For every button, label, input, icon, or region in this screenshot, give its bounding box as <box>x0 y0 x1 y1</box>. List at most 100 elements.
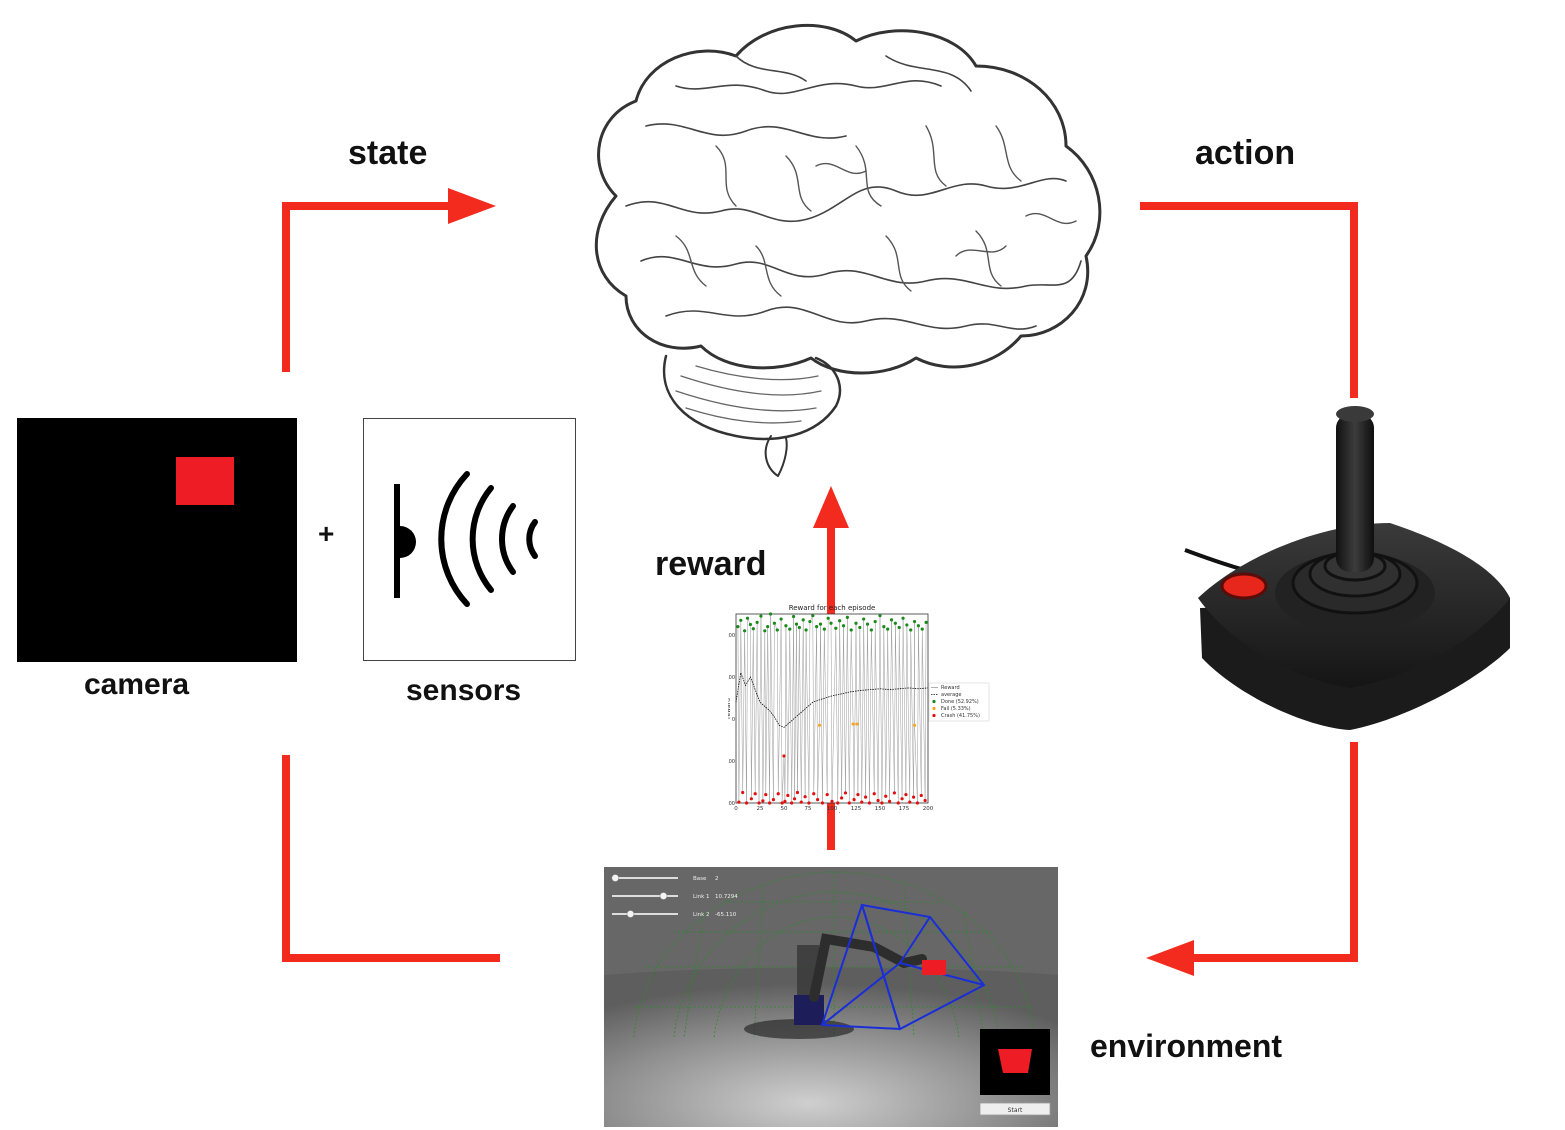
data-point <box>919 793 923 798</box>
slider-handle[interactable] <box>611 874 620 882</box>
data-point <box>904 793 908 797</box>
legend-marker <box>932 699 936 704</box>
average-line <box>735 671 929 728</box>
data-point <box>834 626 838 630</box>
data-point <box>896 801 900 805</box>
data-point <box>826 616 830 620</box>
data-point <box>804 628 808 632</box>
data-point <box>845 615 849 619</box>
y-tick-label: -100 <box>728 759 735 765</box>
data-point <box>888 799 892 803</box>
data-point <box>862 617 866 621</box>
data-point <box>841 624 846 628</box>
data-point <box>908 800 912 804</box>
data-point <box>892 791 896 795</box>
data-point <box>799 800 803 804</box>
data-point <box>869 628 873 632</box>
data-point <box>737 800 741 804</box>
legend-marker <box>932 706 936 711</box>
target-square <box>176 457 234 505</box>
legend-label: Reward <box>941 685 960 691</box>
data-point <box>816 798 820 802</box>
data-point <box>829 621 833 625</box>
data-point <box>772 621 776 625</box>
data-point <box>884 794 888 798</box>
data-point <box>745 616 750 620</box>
data-point <box>838 619 842 623</box>
data-point <box>882 625 886 629</box>
reward-arrowhead <box>813 486 849 528</box>
x-tick-label: 200 <box>923 806 934 812</box>
data-point <box>865 622 870 626</box>
data-point <box>867 801 872 805</box>
data-point <box>759 614 763 618</box>
plus-sign: + <box>318 518 335 549</box>
data-point <box>900 797 904 801</box>
data-point <box>811 614 815 618</box>
data-point <box>820 801 824 805</box>
y-tick-label: 100 <box>728 675 735 681</box>
chart-marks <box>736 612 928 805</box>
x-tick-label: 125 <box>851 806 862 812</box>
legend-marker <box>932 713 936 718</box>
data-point <box>893 621 897 625</box>
data-point <box>812 792 816 796</box>
action-arrow-line <box>1140 202 1358 398</box>
data-point <box>751 627 755 631</box>
x-tick-label: 175 <box>899 806 910 812</box>
data-point <box>878 614 882 618</box>
data-point <box>923 798 927 803</box>
data-point <box>748 622 752 627</box>
slider-value: 10.7294 <box>715 894 738 900</box>
data-point <box>766 625 770 629</box>
data-point <box>822 627 826 631</box>
data-point <box>872 792 876 796</box>
data-point <box>792 614 796 619</box>
y-tick-label: 200 <box>728 633 735 639</box>
data-point <box>880 801 884 805</box>
data-point <box>749 797 753 801</box>
data-point <box>775 628 779 632</box>
data-point <box>905 623 909 627</box>
data-point <box>788 627 792 631</box>
slider-value: -65.110 <box>715 912 737 918</box>
legend-label: Fail (5.33%) <box>941 706 971 712</box>
data-point <box>825 793 829 797</box>
reward-label: reward <box>655 545 767 583</box>
data-point <box>779 617 783 621</box>
sim-target <box>922 960 946 975</box>
legend-label: Crash (41.75%) <box>941 713 980 719</box>
data-point <box>741 790 745 795</box>
slider-handle[interactable] <box>626 910 635 918</box>
data-point <box>818 622 823 626</box>
x-tick-label: 75 <box>805 806 812 812</box>
state-arrow-line <box>282 202 455 372</box>
data-point <box>794 622 799 626</box>
data-point <box>840 796 844 800</box>
data-point <box>782 754 786 758</box>
data-point <box>836 801 840 805</box>
data-point <box>784 624 788 628</box>
data-point <box>916 624 920 628</box>
start-button[interactable]: Start <box>1008 1107 1023 1114</box>
environment-label: environment <box>1090 1028 1283 1064</box>
camera-frame <box>17 418 297 662</box>
data-point <box>855 722 859 726</box>
data-point <box>743 629 747 633</box>
data-point <box>864 795 868 799</box>
data-point <box>815 625 819 629</box>
x-tick-label: 25 <box>757 806 764 812</box>
chart-ylabel: reward <box>728 698 732 719</box>
camera-background <box>17 418 297 662</box>
legend-label: Done (52.92%) <box>941 699 979 705</box>
slider-handle[interactable] <box>659 892 668 900</box>
data-point <box>763 629 767 633</box>
chart-title: Reward for each episode <box>789 604 876 612</box>
data-point <box>849 628 853 632</box>
data-point <box>786 793 790 798</box>
joystick-stick <box>1336 414 1374 572</box>
data-point <box>764 793 768 797</box>
data-point <box>889 618 894 622</box>
fire-button <box>1220 572 1268 600</box>
